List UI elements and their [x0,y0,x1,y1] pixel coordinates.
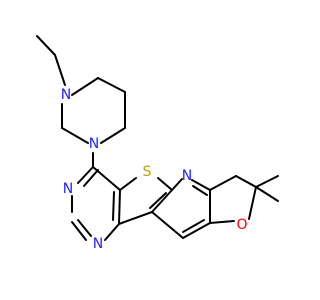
bond [104,223,120,241]
atom-oxygen: O [236,217,247,233]
atom-nitrogen: N [61,87,71,103]
bond [151,189,173,213]
structure-canvas: N N N N S N O [36,35,279,252]
bond [36,35,56,56]
bond [77,166,94,184]
bond [182,222,211,239]
bond [151,211,184,239]
bond [171,178,183,191]
atom-nitrogen: N [89,136,99,152]
bond [83,169,99,187]
atom-nitrogen: N [63,181,73,197]
bond [192,185,208,196]
bond [255,186,279,202]
bond [191,179,211,191]
bond [92,166,121,191]
bond [118,211,153,225]
molecule-diagram: N N N N S N O [36,35,279,252]
bond [182,219,205,233]
bonds [36,35,279,241]
bond [235,175,257,188]
bond [100,127,126,144]
bond [97,77,126,93]
bond [118,189,121,225]
bond [71,221,87,241]
bond [61,127,89,144]
atom-nitrogen: N [182,168,192,184]
bond [209,220,235,224]
atom-nitrogen: N [93,236,103,252]
bond [77,219,92,237]
bond [54,54,66,86]
bond [157,177,173,191]
bond [119,177,137,191]
bond [112,191,115,221]
bond [71,77,99,96]
bond [248,186,257,220]
bond [149,192,167,209]
bond [209,175,237,191]
atom-sulfur: S [143,164,152,180]
atom-labels: N N N N S N O [61,87,248,252]
bond [255,175,279,188]
